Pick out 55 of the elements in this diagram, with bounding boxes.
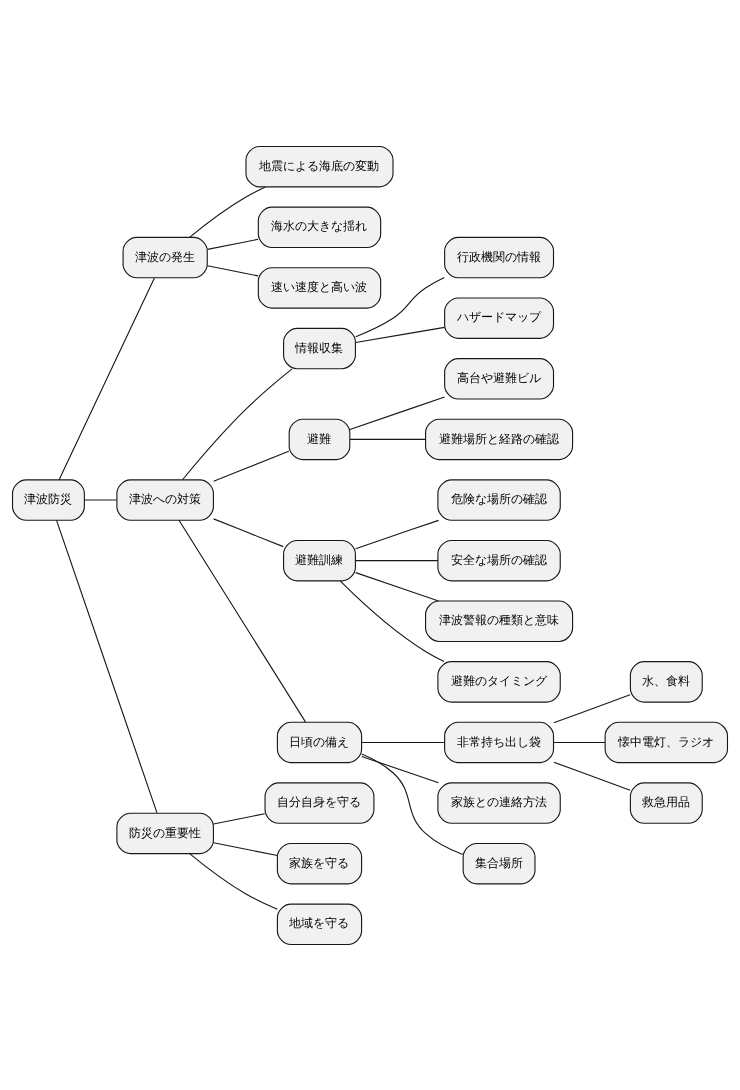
node-box: 情報収集 [283, 327, 356, 369]
node-box: 避難 [288, 418, 351, 460]
connector [361, 753, 464, 855]
node-box: 防災の重要性 [116, 812, 214, 854]
node-box: 速い速度と高い波 [257, 266, 382, 309]
node-box: 津波の発生 [122, 236, 208, 278]
connector [349, 396, 446, 430]
node-box: 自分自身を守る [264, 781, 375, 824]
connector [83, 499, 118, 501]
node-box: 地震による海底の変動 [245, 145, 394, 187]
connector [355, 276, 445, 337]
node-box: 水、食料 [629, 660, 703, 703]
node-box: 家族との連絡方法 [437, 781, 561, 824]
connector [355, 559, 439, 561]
connector [361, 755, 440, 783]
connector [58, 276, 155, 480]
connector [213, 812, 266, 825]
node-box: 避難場所と経路の確認 [425, 418, 574, 460]
connector [553, 693, 631, 723]
node-box: 非常持ち出し袋 [444, 721, 555, 763]
connector [206, 238, 259, 250]
node-box: 津波防災 [11, 478, 85, 521]
connector [355, 326, 446, 343]
connector [349, 438, 426, 440]
connector [182, 367, 293, 480]
node-box: 避難のタイミング [437, 660, 561, 703]
connector [206, 264, 259, 276]
node-box: 津波警報の種類と意味 [425, 600, 574, 642]
node-box: 津波への対策 [116, 478, 214, 521]
node-box: 行政機関の情報 [444, 236, 555, 278]
node-box: 海水の大きな揺れ [257, 206, 382, 248]
connector [553, 761, 631, 791]
connector [355, 519, 440, 549]
node-box: 救急用品 [629, 781, 703, 824]
connector [178, 519, 307, 723]
connector [56, 519, 158, 813]
node-box: 集合場所 [462, 842, 536, 884]
connector [213, 450, 290, 482]
node-box: 日頃の備え [276, 721, 363, 763]
connector [189, 852, 278, 910]
node-box: 懐中電灯、ラジオ [604, 721, 729, 763]
connector [361, 741, 446, 743]
node-box: 地域を守る [276, 903, 363, 945]
node-box: 安全な場所の確認 [437, 539, 561, 581]
connector [213, 517, 284, 547]
node-box: 家族を守る [276, 842, 363, 884]
node-box: 避難訓練 [283, 539, 356, 581]
node-box: 危険な場所の確認 [437, 478, 561, 521]
node-box: ハザードマップ [444, 296, 555, 339]
connector [339, 580, 445, 662]
connector [355, 571, 440, 601]
connector [213, 841, 278, 856]
node-box: 高台や避難ビル [444, 357, 555, 400]
connector [189, 185, 266, 238]
connector [553, 741, 606, 743]
